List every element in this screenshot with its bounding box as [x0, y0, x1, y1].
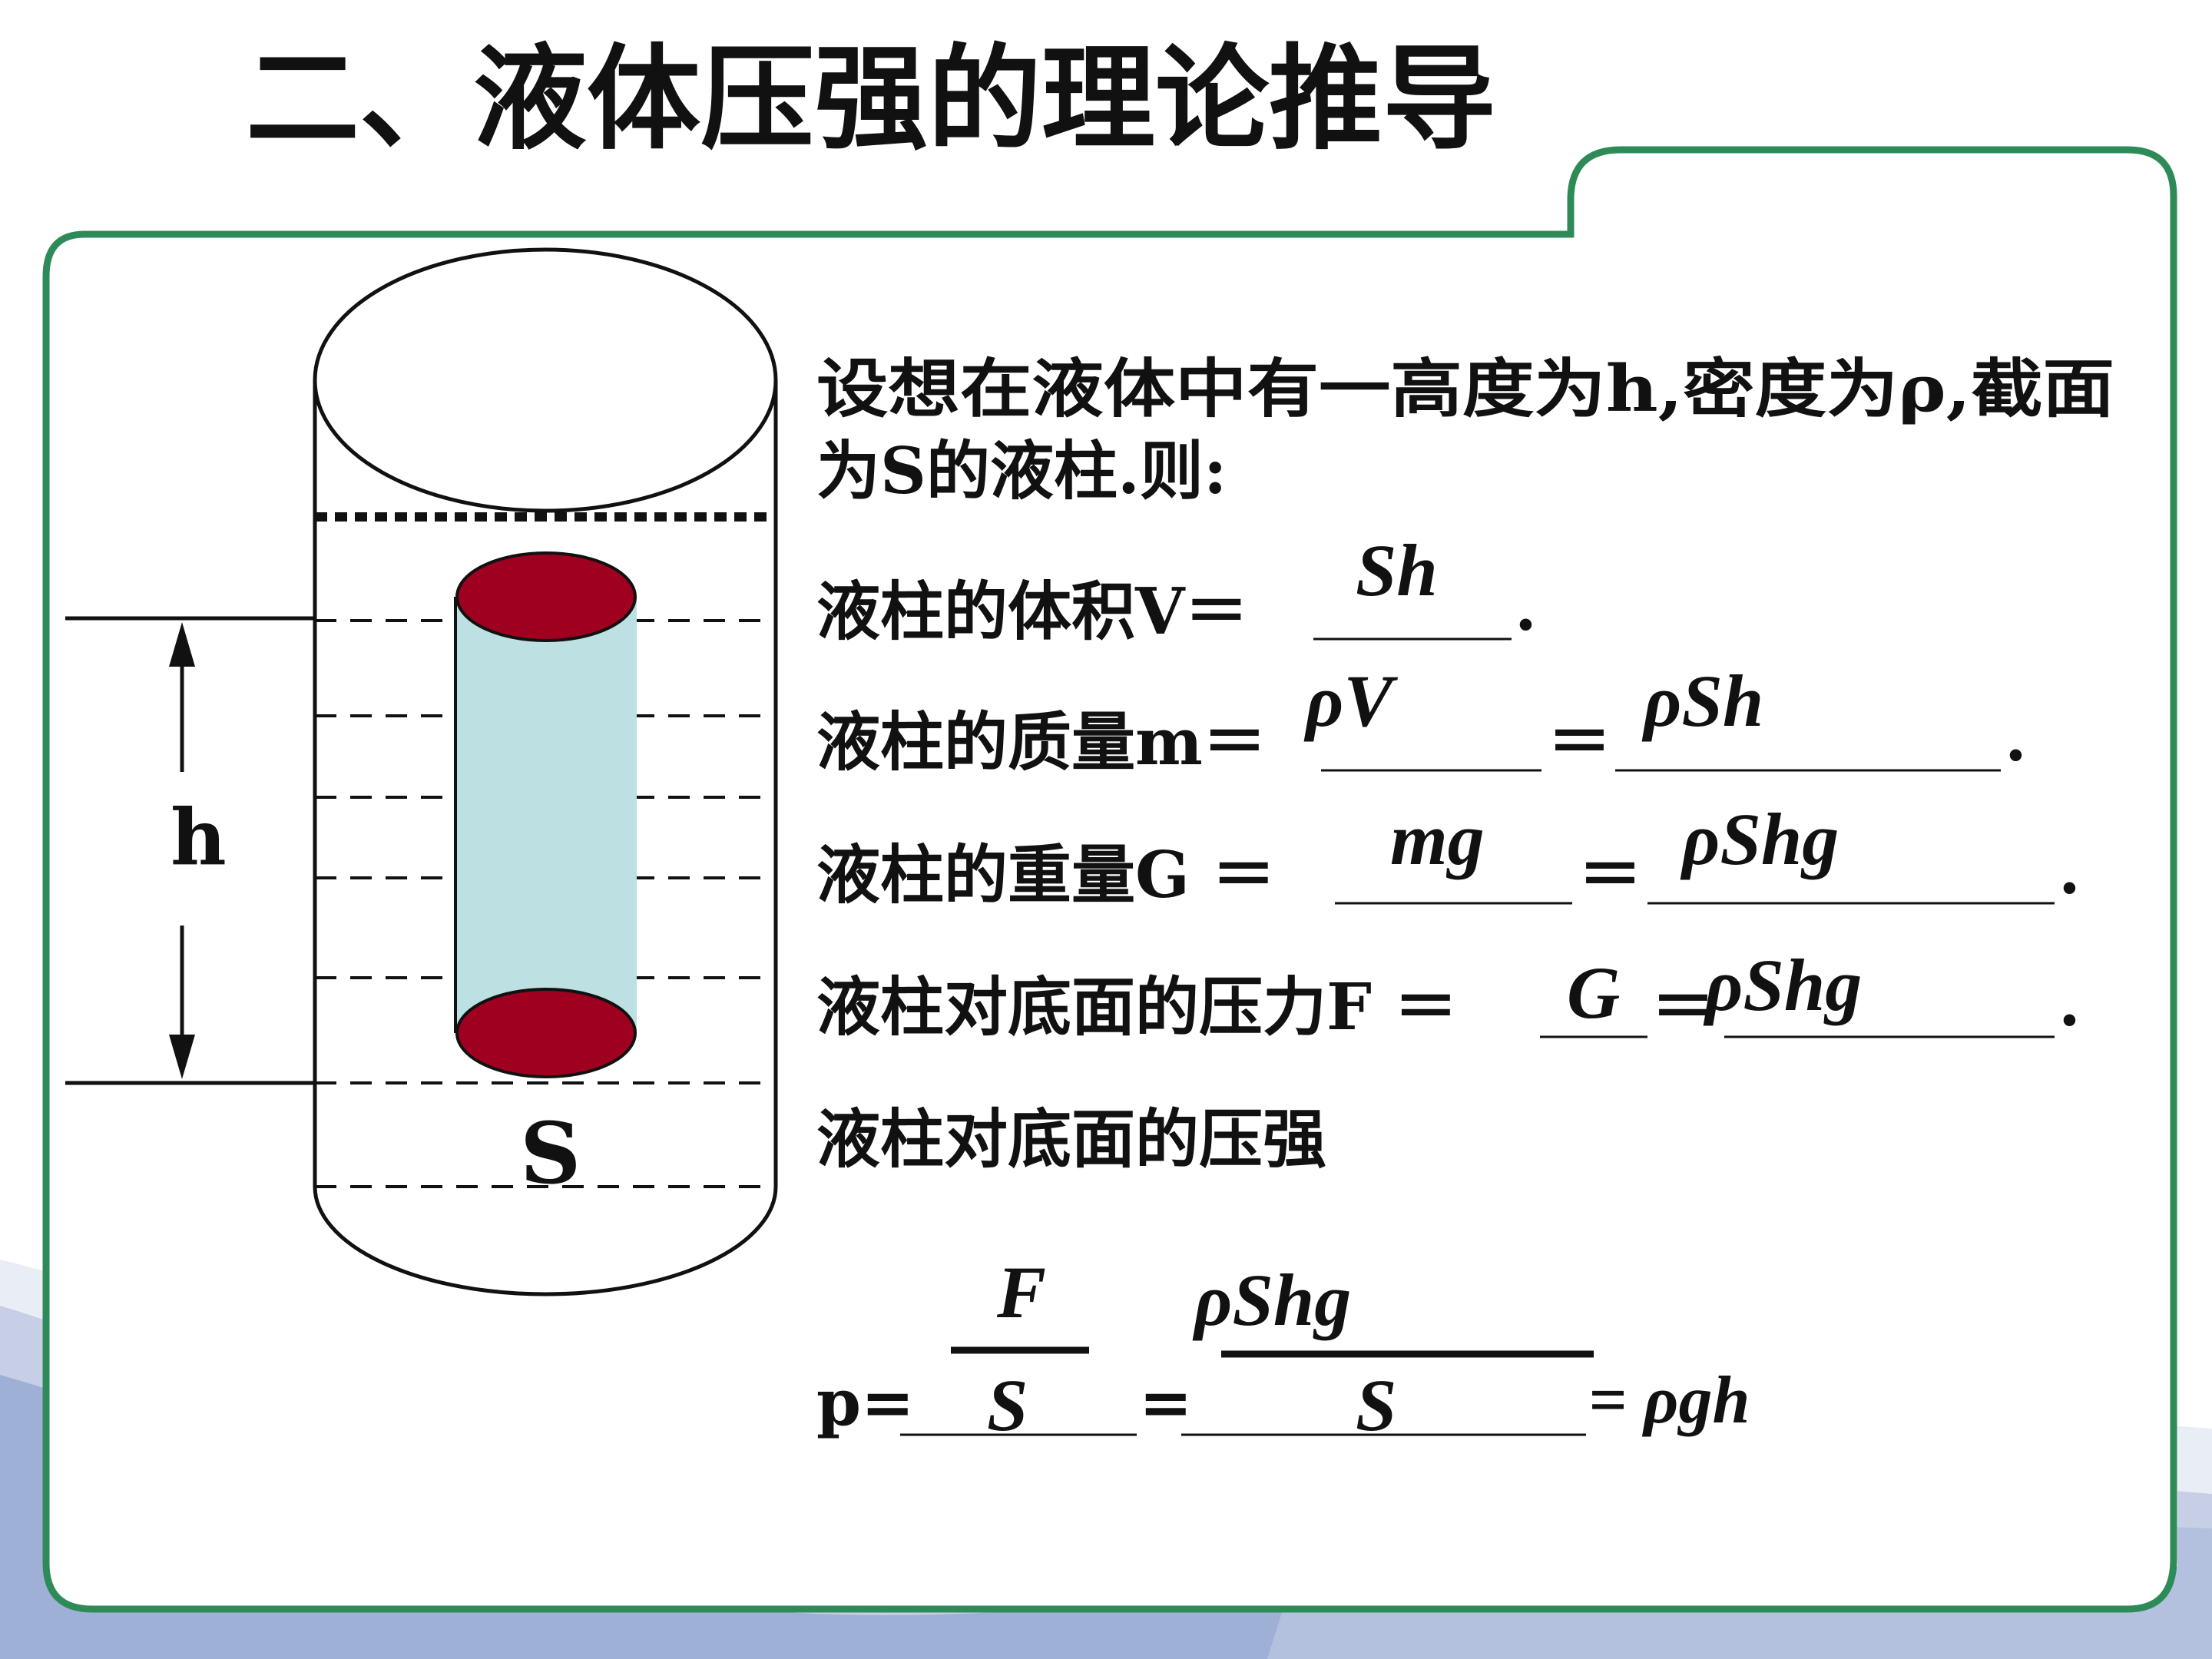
mass-answer-2: ρSh	[1641, 660, 1763, 742]
weight-answer-1: mg	[1390, 798, 1485, 880]
area-label: S	[520, 1104, 581, 1203]
volume-label: 液柱的体积V＝	[816, 574, 1248, 649]
fraction-1-denominator: S	[987, 1364, 1028, 1446]
intro-line-1: 设想在液体中有一高度为h,密度为ρ,截面	[816, 351, 2114, 426]
weight-label: 液柱的重量G ＝	[816, 837, 1276, 912]
fraction-1-numerator: F	[996, 1251, 1046, 1333]
pressure-label: 液柱对底面的压强	[816, 1101, 1326, 1177]
mass-equals: ＝	[1548, 704, 1611, 780]
volume-answer: Sh	[1356, 529, 1438, 611]
arrow-up-icon	[169, 622, 195, 667]
force-answer-2: ρShg	[1703, 944, 1862, 1026]
mass-answer-1: ρV	[1303, 660, 1398, 742]
column-top-cap	[455, 551, 637, 642]
weight-period: .	[2058, 833, 2081, 909]
column-bottom-cap	[455, 988, 637, 1078]
p-label: p=	[816, 1365, 915, 1440]
intro-line-2: 为S的液柱.则:	[816, 433, 1227, 508]
page-title: 二、液体压强的理论推导	[246, 31, 1496, 165]
force-label: 液柱对底面的压力F ＝	[816, 969, 1458, 1045]
arrow-down-icon	[169, 1035, 195, 1079]
cylinder-outline	[313, 380, 778, 1296]
cylinder-diagram	[65, 247, 778, 1296]
height-label: h	[171, 792, 227, 882]
fraction-2-denominator: S	[1356, 1364, 1396, 1446]
fraction-2-numerator: ρShg	[1192, 1259, 1351, 1341]
cylinder-top-ellipse	[313, 247, 778, 513]
volume-period: .	[1515, 570, 1537, 645]
pressure-result: = ρgh	[1588, 1363, 1750, 1438]
frame-border	[42, 146, 2177, 1613]
mass-label: 液柱的质量m＝	[816, 704, 1267, 780]
liquid-column	[455, 597, 637, 1033]
force-period: .	[2058, 965, 2081, 1041]
weight-equals: ＝	[1578, 837, 1642, 912]
mass-period: .	[2005, 700, 2027, 776]
weight-answer-2: ρShg	[1680, 798, 1839, 880]
force-equals: ＝	[1651, 969, 1715, 1045]
p-equals: =	[1139, 1365, 1193, 1440]
force-answer-1: G	[1567, 952, 1620, 1034]
